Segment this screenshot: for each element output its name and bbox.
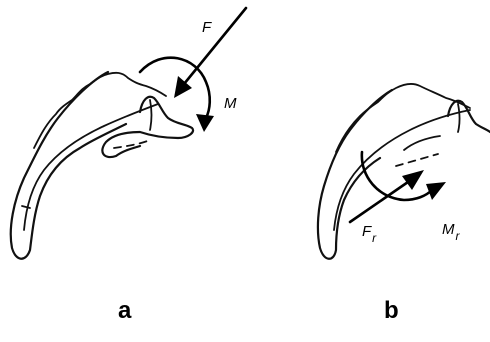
force-fr-subscript: r	[372, 231, 377, 245]
force-f-arrowhead	[174, 76, 192, 98]
panel-a-heel-mark	[149, 99, 153, 131]
moment-mr-label: Mr	[442, 221, 461, 243]
panel-a-outer-contour	[9, 70, 128, 260]
moment-mr-symbol: M	[442, 221, 455, 238]
moment-mr-arrowhead	[426, 182, 446, 200]
panel-a-calcaneus	[101, 95, 195, 159]
force-fr-arrowhead	[402, 170, 424, 190]
force-fr-shaft	[348, 180, 410, 224]
panel-a-bone-shaft	[23, 103, 159, 231]
panel-b-dashed-line	[395, 153, 439, 167]
panel-a-upper-contour	[33, 71, 167, 149]
panel-b-heel-mark	[457, 103, 461, 133]
panel-b-calcaneus	[446, 99, 490, 134]
panel-b-label: b	[384, 297, 399, 324]
panel-b-upper-contour	[335, 82, 471, 153]
panel-b-outer-contour	[316, 88, 394, 260]
force-fr-label: Fr	[362, 223, 377, 245]
force-f-shaft	[182, 6, 248, 86]
panel-b: Fr Mr b	[316, 82, 490, 324]
panel-a-label: a	[118, 297, 132, 324]
force-fr-symbol: F	[362, 223, 372, 240]
panel-b-bone-shaft	[333, 109, 471, 231]
moment-m-arrowhead	[196, 114, 214, 132]
moment-m-label: M	[224, 95, 237, 112]
moment-mr-subscript: r	[456, 229, 461, 243]
panel-a-dashed-line	[113, 139, 151, 149]
panel-b-heel-inner	[403, 135, 441, 151]
force-f-label: F	[202, 19, 212, 36]
moment-m-arc	[138, 56, 212, 120]
moment-mr-arc	[360, 150, 434, 202]
panel-a-tick	[21, 205, 31, 209]
panel-a: F M a	[9, 6, 248, 324]
